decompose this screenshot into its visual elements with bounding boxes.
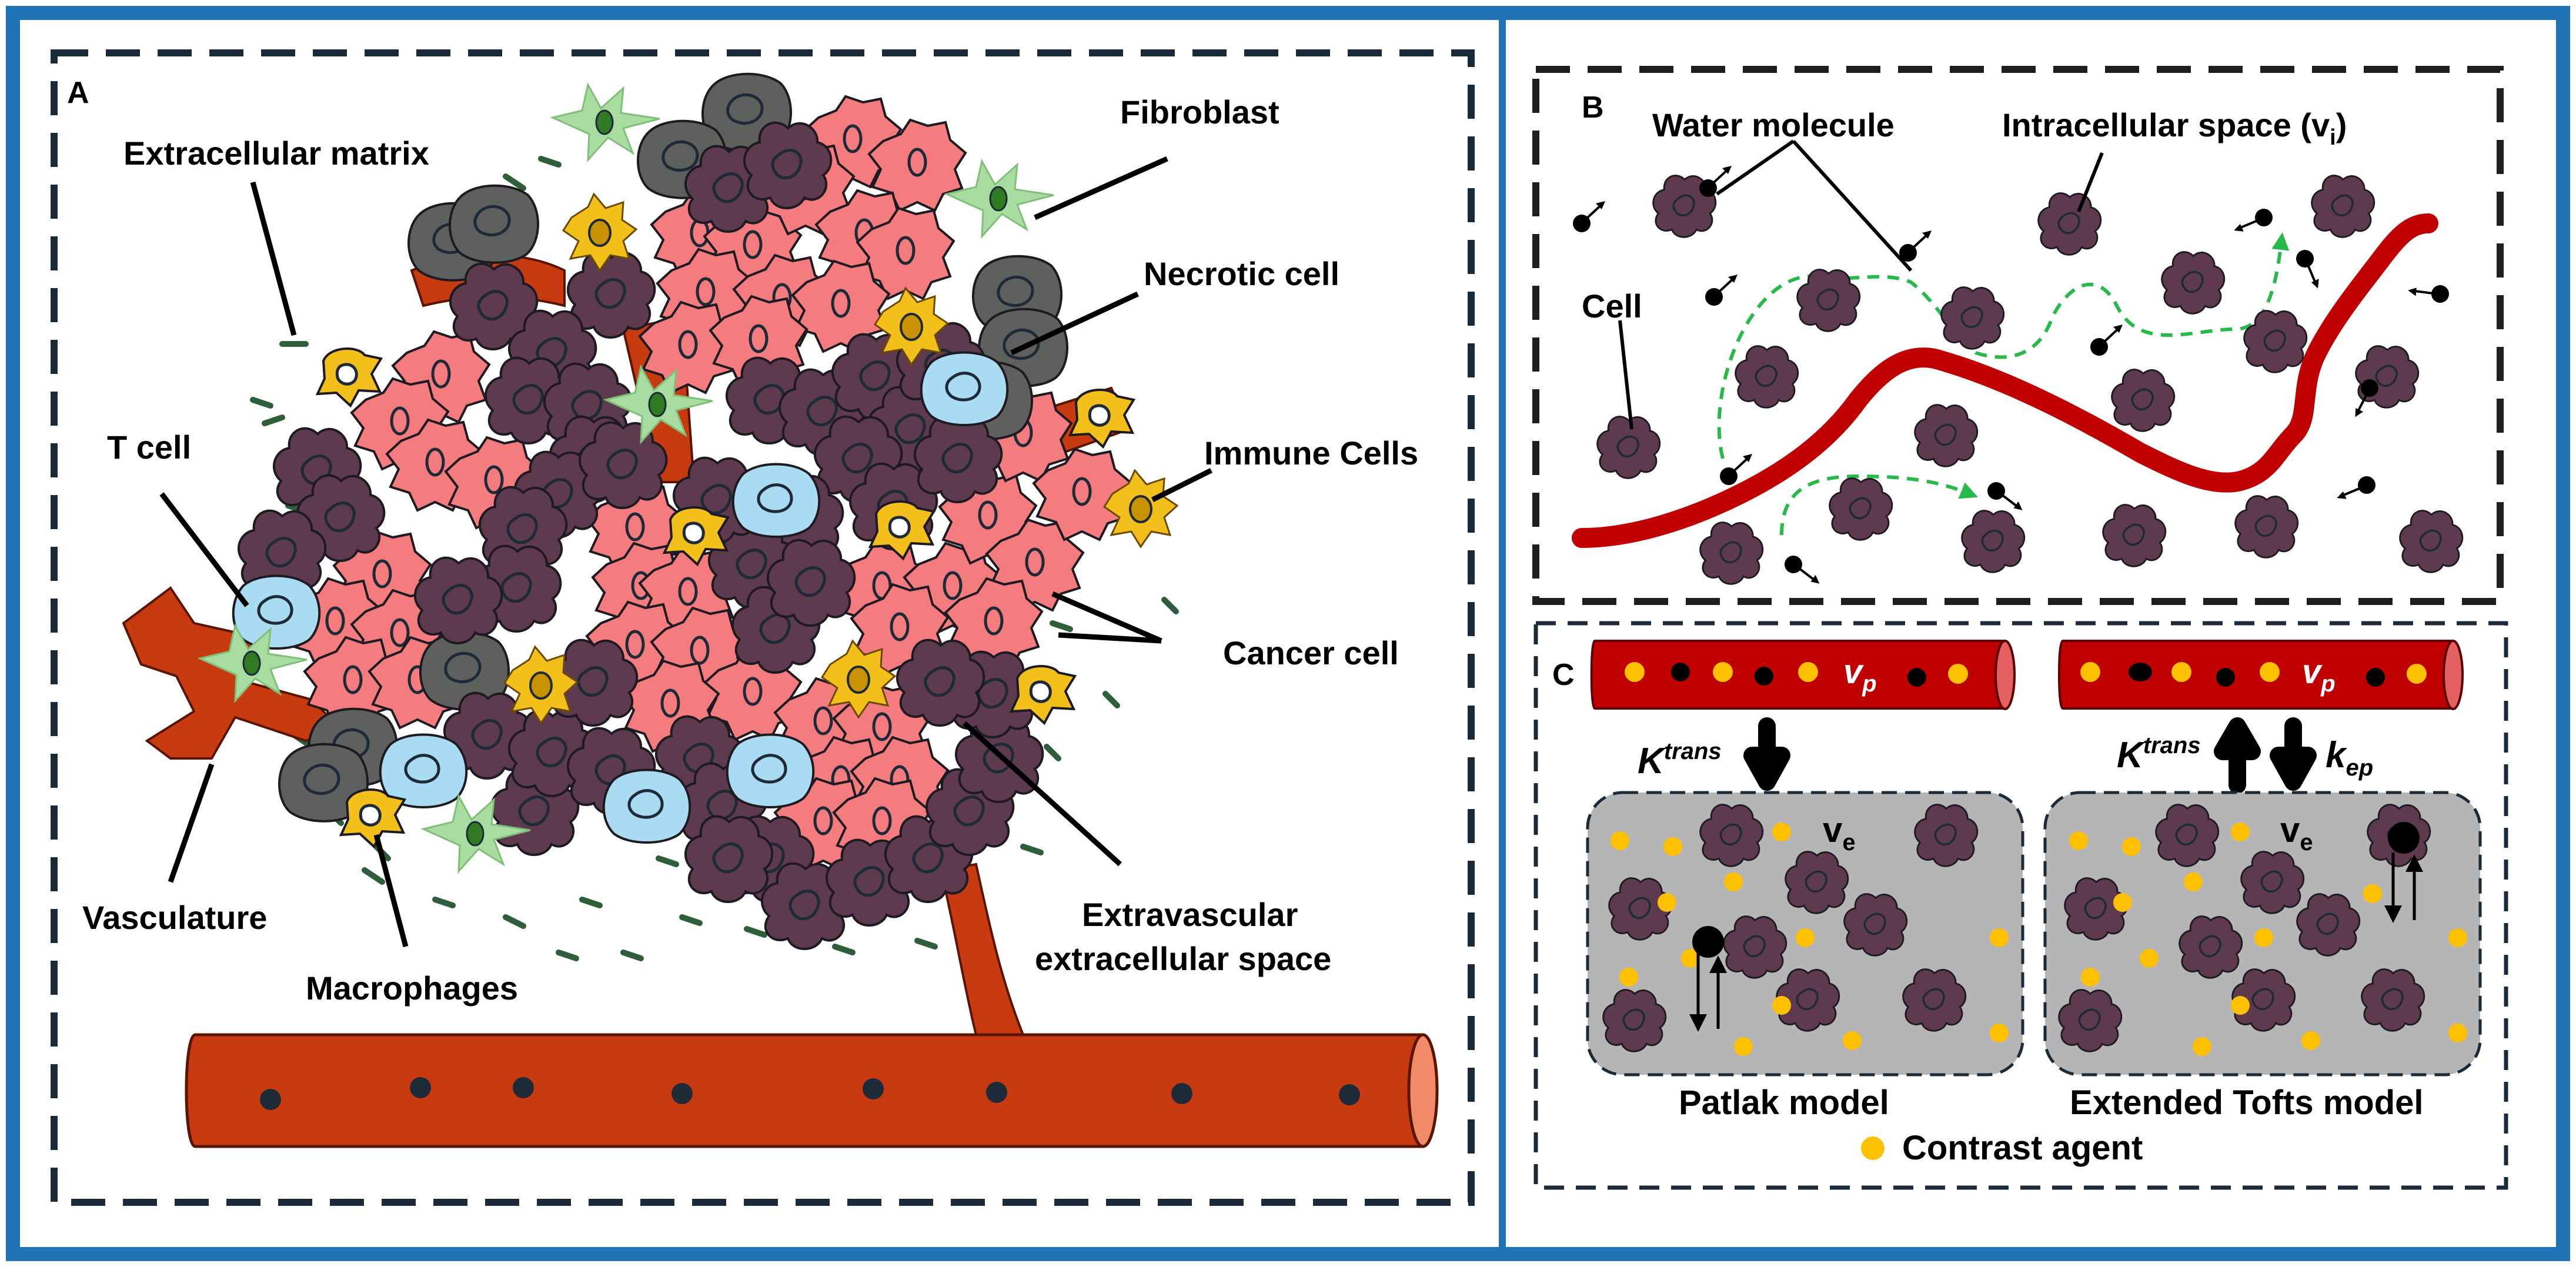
panel-b-cells	[1596, 174, 2464, 586]
panel-a-leaders	[159, 156, 1213, 948]
patlak-vp: vp	[1843, 653, 1877, 697]
label-cell: Cell	[1582, 288, 1642, 325]
panel-c-frame	[1533, 621, 2508, 1190]
panel-c: C vp Ktrans ve	[1533, 621, 2508, 1190]
label-macrophages: Macrophages	[306, 970, 518, 1007]
tofts-kep: kep	[2326, 735, 2373, 781]
label-extracellular-matrix: Extracellular matrix	[123, 135, 429, 172]
panel-a-frame	[51, 49, 1475, 1206]
tofts-ve: ve	[2280, 810, 2313, 855]
tofts-ktrans: Ktrans	[2117, 733, 2201, 775]
flow-paths	[1717, 232, 2290, 536]
label-necrotic-cell: Necrotic cell	[1144, 255, 1339, 292]
label-intracellular-space: Intracellular space (vi)	[2002, 106, 2347, 150]
tofts-title: Extended Tofts model	[2070, 1084, 2424, 1122]
patlak-ve: ve	[1823, 810, 1856, 855]
outer-frame	[6, 6, 2570, 1261]
extended-tofts-model: vp Ktrans kep ve	[2043, 640, 2482, 1122]
panel-b-leaders	[1618, 139, 2104, 430]
label-ees-line1: Extravascular	[1082, 896, 1298, 933]
label-cancer-cell: Cancer cell	[1223, 634, 1399, 671]
patlak-ktrans: Ktrans	[1638, 738, 1722, 781]
capillary	[1572, 213, 2438, 548]
contrast-agent-swatch	[1861, 1136, 1885, 1160]
panel-b: B	[1532, 66, 2504, 605]
panel-a-letter: A	[67, 76, 89, 110]
label-water-molecule: Water molecule	[1652, 106, 1895, 143]
tumor-mass	[199, 74, 1178, 949]
patlak-title: Patlak model	[1679, 1084, 1889, 1122]
panel-c-letter: C	[1552, 658, 1575, 692]
label-ees-line2: extracellular space	[1035, 940, 1331, 977]
label-t-cell: T cell	[107, 429, 191, 466]
panel-b-letter: B	[1582, 91, 1604, 125]
label-immune-cells: Immune Cells	[1204, 434, 1418, 472]
label-fibroblast: Fibroblast	[1120, 93, 1279, 131]
label-vasculature: Vasculature	[82, 899, 267, 936]
main-vessel	[185, 1033, 1439, 1148]
panel-b-frame	[1532, 66, 2504, 605]
patlak-model: vp Ktrans ve Patlak mod	[1586, 640, 2024, 1122]
legend-contrast-agent: Contrast agent	[1902, 1129, 2143, 1167]
tofts-vp: vp	[2302, 653, 2336, 697]
panel-a: A	[51, 49, 1475, 1206]
